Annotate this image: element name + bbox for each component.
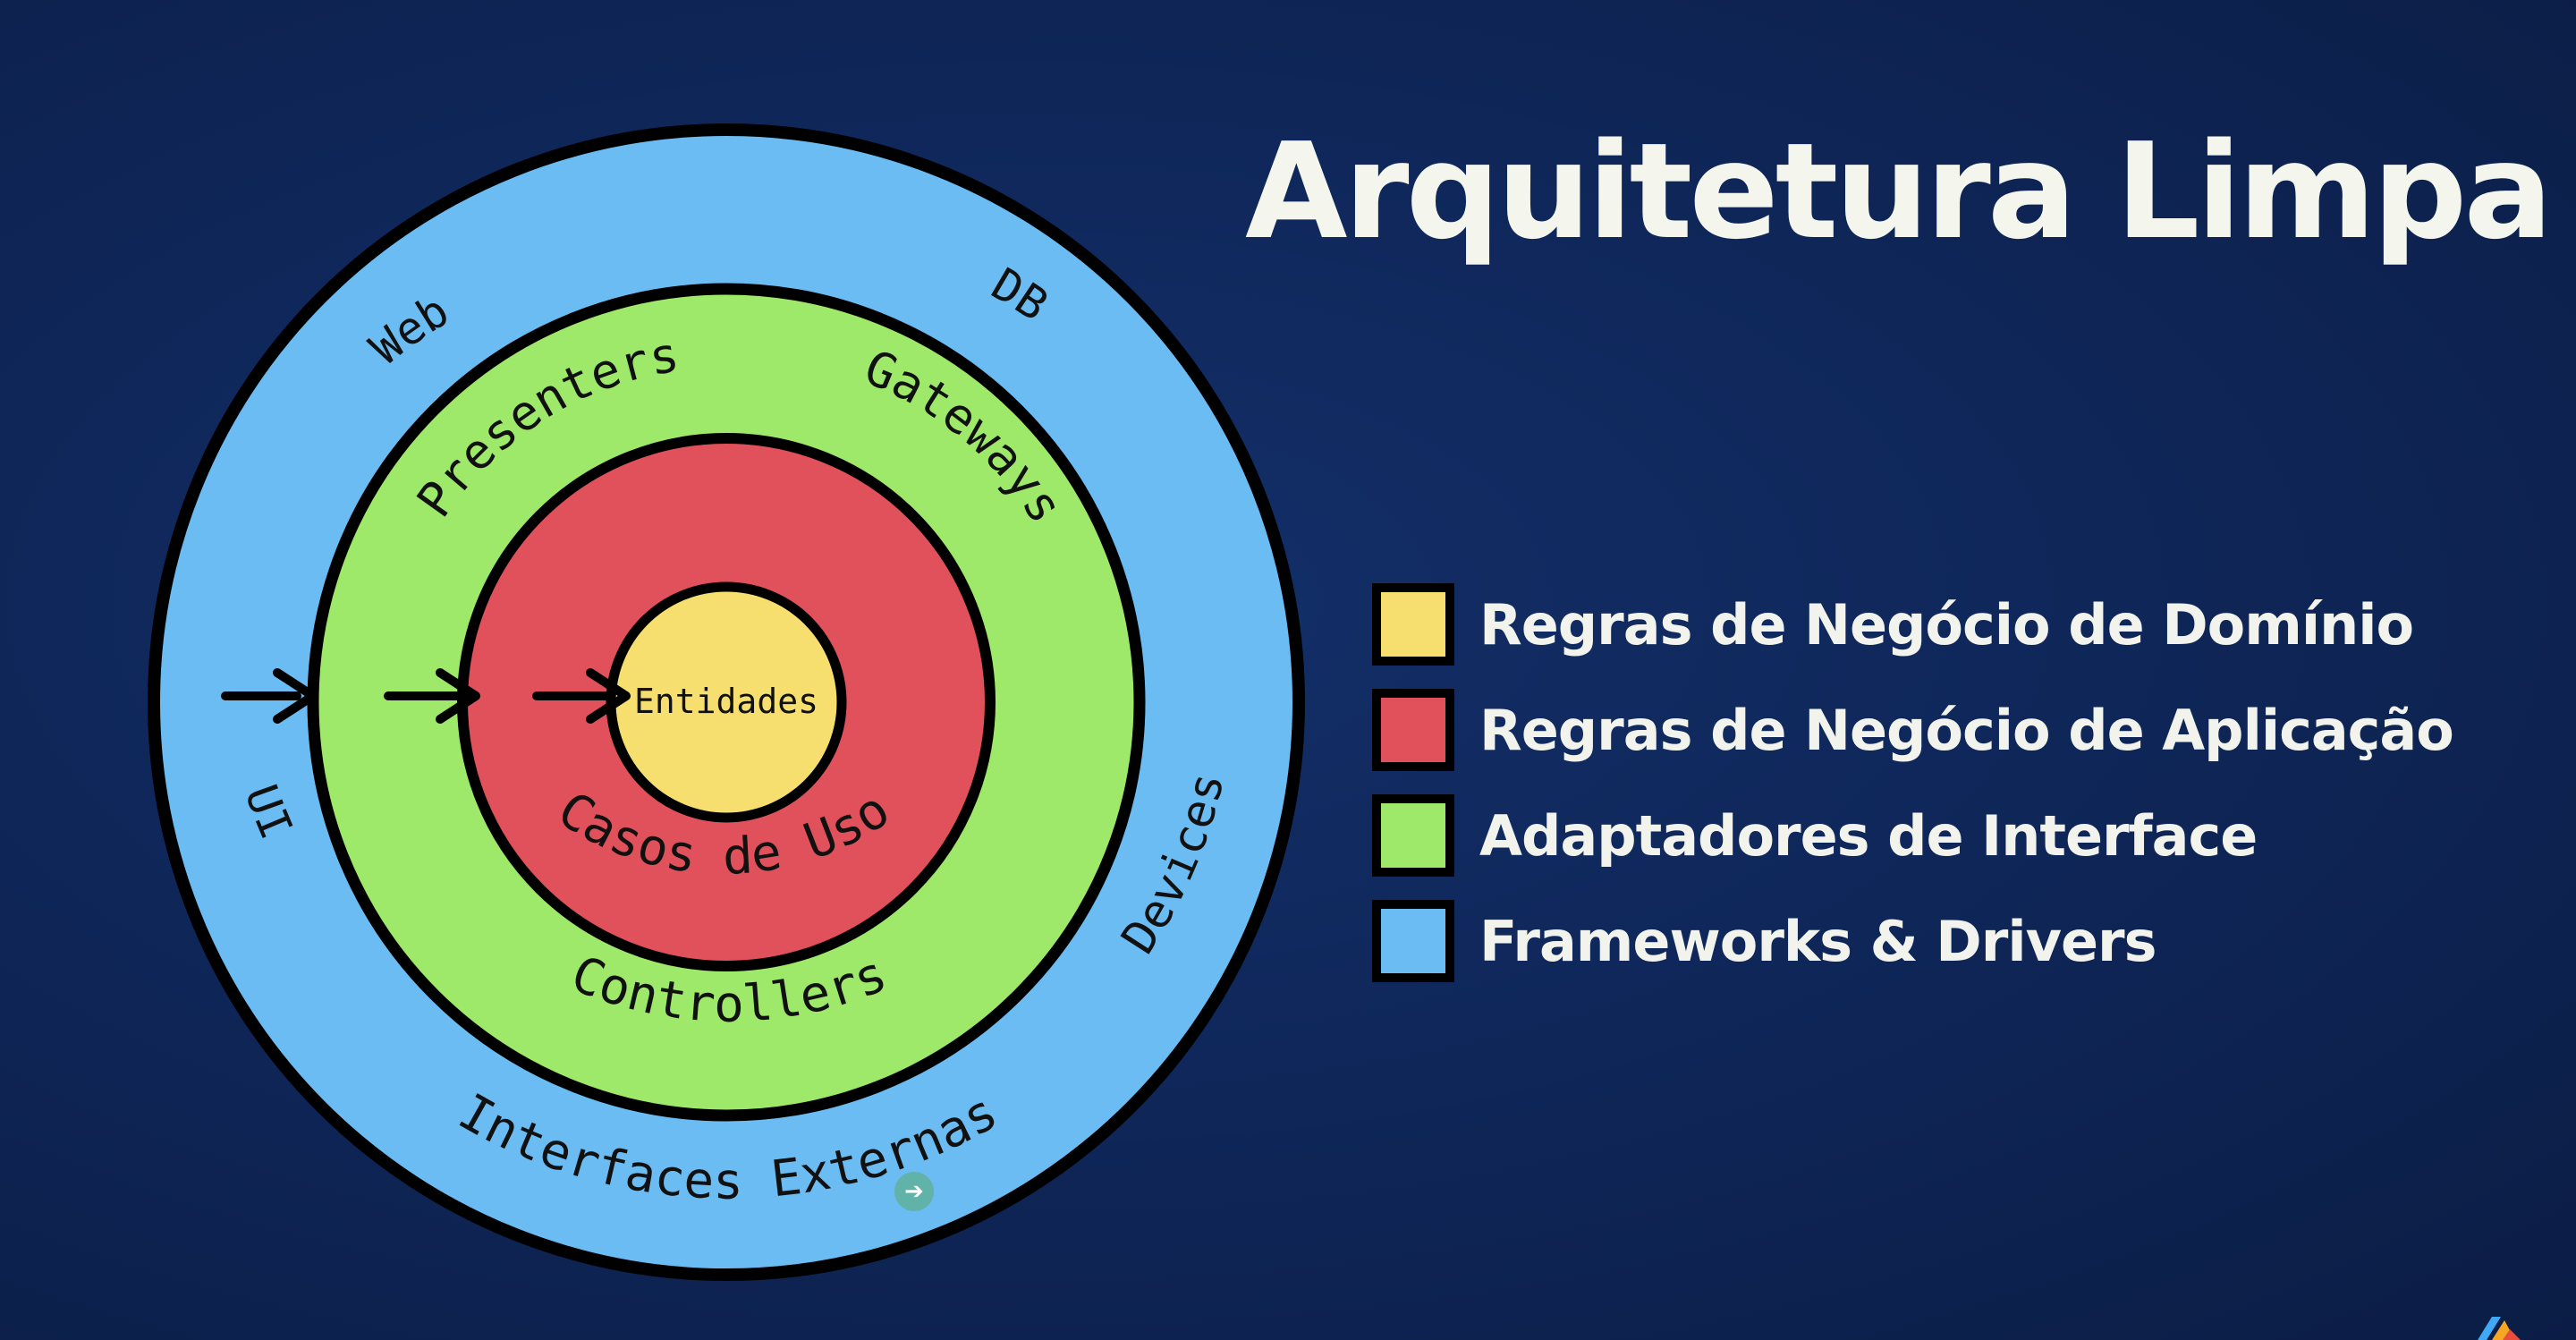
legend-item-frameworks: Frameworks & Drivers bbox=[1372, 900, 2535, 982]
legend-swatch-red bbox=[1372, 689, 1454, 771]
dependency-arrow-outer bbox=[221, 668, 318, 724]
arrow-right-icon: ➔ bbox=[894, 1172, 934, 1211]
legend-swatch-blue bbox=[1372, 900, 1454, 982]
legend-label: Frameworks & Drivers bbox=[1479, 908, 2157, 974]
page-title: Arquitetura Limpa bbox=[1245, 114, 2553, 268]
label-entidades: Entidades bbox=[634, 682, 818, 721]
legend-swatch-yellow bbox=[1372, 583, 1454, 666]
legend-item-dominio: Regras de Negócio de Domínio bbox=[1372, 583, 2535, 666]
legend-item-aplicacao: Regras de Negócio de Aplicação bbox=[1372, 689, 2535, 771]
legend-swatch-green bbox=[1372, 794, 1454, 877]
legend-label: Regras de Negócio de Domínio bbox=[1479, 591, 2414, 657]
legend-label: Regras de Negócio de Aplicação bbox=[1479, 697, 2454, 763]
dependency-arrow-inner bbox=[532, 668, 631, 724]
legend: Regras de Negócio de Domínio Regras de N… bbox=[1372, 583, 2535, 1005]
channel-logo-icon bbox=[2478, 1317, 2521, 1340]
legend-label: Adaptadores de Interface bbox=[1479, 802, 2258, 869]
dependency-arrow-middle bbox=[384, 668, 480, 724]
legend-item-adaptadores: Adaptadores de Interface bbox=[1372, 794, 2535, 877]
